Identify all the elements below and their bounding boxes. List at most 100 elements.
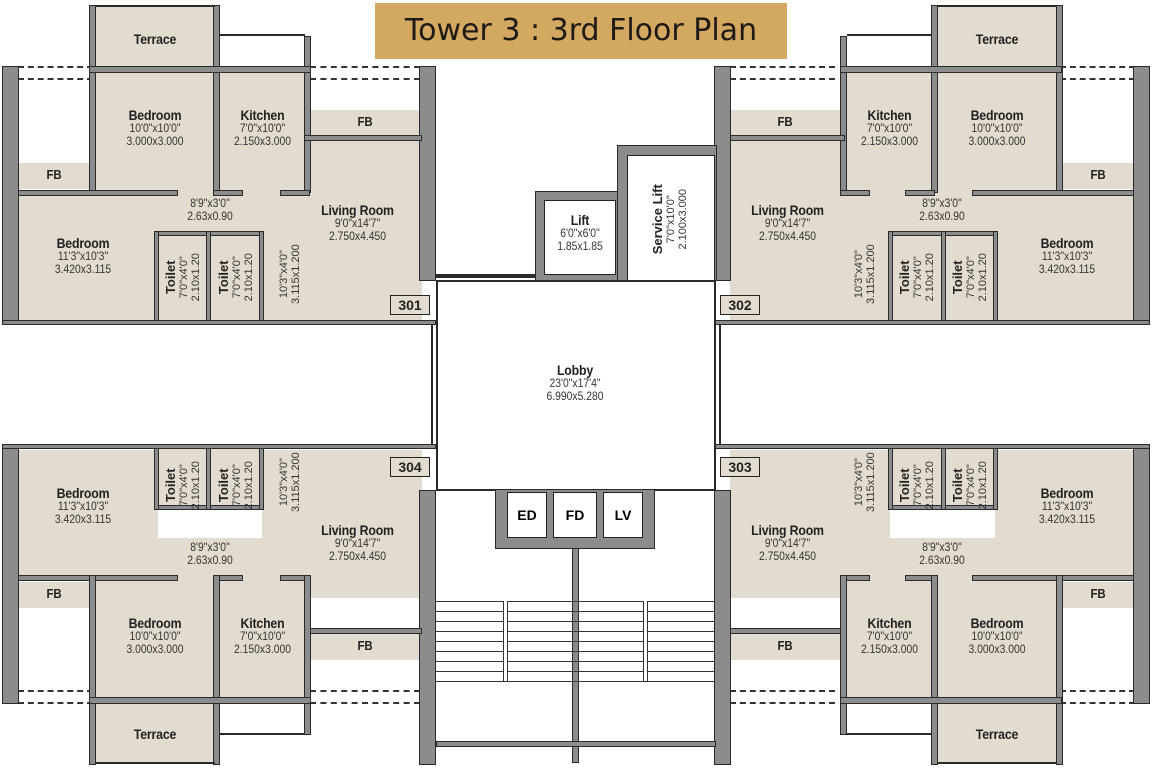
bedroom-room — [95, 578, 215, 698]
bedroom-room — [18, 195, 158, 320]
corridor-edge — [714, 281, 716, 491]
fb-room — [1062, 582, 1134, 608]
terrace-edge — [847, 733, 932, 735]
kitchen-room — [847, 578, 932, 698]
wall — [1133, 444, 1150, 704]
service-lift-shaft — [627, 155, 715, 281]
corridor-edge — [431, 325, 433, 445]
corridor-edge — [719, 325, 721, 445]
bedroom-room — [937, 578, 1057, 698]
terrace-label: Terrace — [975, 31, 1019, 47]
wall — [436, 741, 716, 747]
wall — [888, 448, 893, 510]
wall — [1133, 66, 1150, 324]
dry-area-label: 10'3"x4'0"3.115x1.200 — [277, 452, 302, 512]
living-room — [262, 140, 422, 320]
wall — [304, 628, 422, 634]
fb-label: FB — [46, 586, 62, 601]
balcony-line — [1060, 78, 1135, 80]
unit-number-badge: 301 — [390, 295, 430, 315]
balcony-line — [730, 66, 835, 68]
balcony-line — [310, 702, 420, 704]
balcony-line — [310, 690, 420, 692]
bedroom-room — [937, 72, 1057, 192]
staircase-wall — [572, 548, 579, 763]
terrace-room — [937, 703, 1057, 763]
terrace-label: Terrace — [133, 726, 177, 742]
wall — [840, 190, 870, 196]
lobby-threshold — [436, 274, 536, 278]
wall — [888, 231, 893, 321]
wall — [154, 448, 159, 510]
unit-number-badge: 302 — [720, 295, 760, 315]
wall — [730, 628, 845, 634]
balcony-line — [18, 78, 93, 80]
wall — [18, 190, 178, 196]
fb-label: FB — [1090, 586, 1106, 601]
toilet-room — [158, 448, 206, 508]
wall — [840, 697, 1062, 704]
fb-label: FB — [357, 114, 373, 129]
terrace-room — [95, 7, 215, 67]
wall — [280, 190, 310, 196]
wall — [1056, 5, 1063, 193]
living-room — [730, 140, 890, 320]
fb-label: FB — [777, 114, 793, 129]
toilet-room — [158, 235, 206, 320]
bedroom-room — [95, 72, 215, 192]
wall — [213, 190, 243, 196]
wall — [972, 575, 1134, 581]
wall — [941, 231, 946, 321]
unit-number-badge: 303 — [720, 457, 760, 477]
balcony-line — [730, 78, 835, 80]
fb-room — [310, 110, 420, 135]
wall — [2, 66, 19, 324]
wall — [259, 231, 264, 321]
wall — [2, 444, 19, 704]
passage-label: 8'9"x3'0"2.63x0.90 — [187, 542, 233, 568]
wall — [206, 231, 211, 321]
terrace-room — [937, 7, 1057, 67]
bedroom-room — [18, 450, 158, 575]
toilet-room — [893, 448, 941, 508]
balcony-line — [1060, 690, 1135, 692]
wall — [993, 231, 998, 321]
wall — [931, 575, 938, 765]
terrace-edge — [220, 733, 305, 735]
plan-title: Tower 3 : 3rd Floor Plan — [375, 3, 787, 59]
terrace-edge — [937, 5, 1057, 7]
wall — [840, 575, 847, 735]
fb-label: FB — [357, 638, 373, 653]
fb-label: FB — [46, 167, 62, 182]
passage-label: 8'9"x3'0"2.63x0.90 — [919, 198, 965, 224]
fb-room — [730, 634, 840, 660]
wall — [941, 448, 946, 510]
balcony-line — [18, 702, 93, 704]
terrace-edge — [937, 762, 1057, 764]
wall — [2, 444, 436, 449]
fb-room — [1062, 163, 1134, 189]
ed-shaft: ED — [507, 492, 547, 538]
bedroom-room — [995, 450, 1134, 575]
wall — [18, 575, 178, 581]
balcony-line — [730, 690, 835, 692]
fb-room — [18, 163, 90, 189]
wall — [840, 66, 1062, 73]
terrace-label: Terrace — [975, 726, 1019, 742]
dry-area-label: 10'3"x4'0"3.115x1.200 — [277, 244, 302, 304]
balcony-line — [18, 66, 93, 68]
